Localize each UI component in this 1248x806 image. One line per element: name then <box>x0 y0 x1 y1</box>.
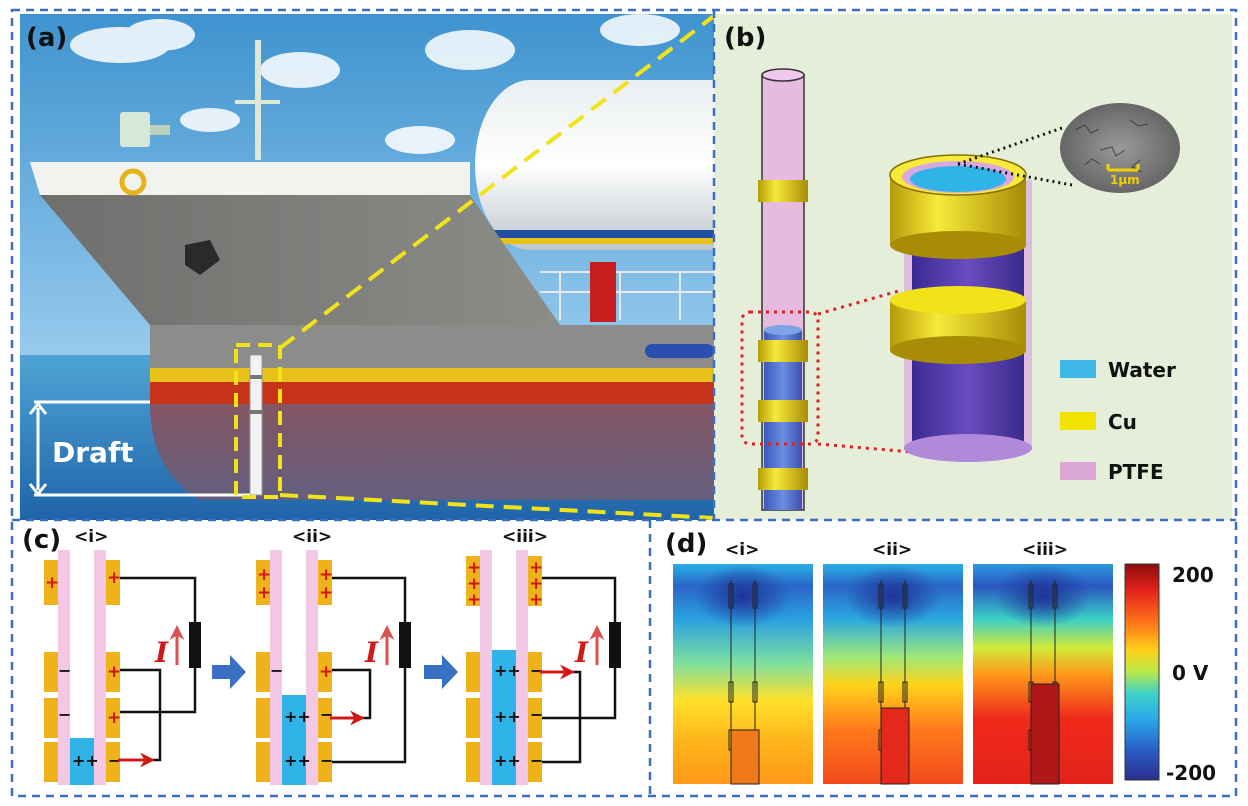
water-charge: ++ <box>494 707 521 726</box>
stage-transition-arrow <box>424 655 458 689</box>
panel-d-label: (d) <box>665 529 707 559</box>
potential-map-iii <box>973 564 1113 785</box>
current-symbol: I <box>154 636 169 669</box>
stage-label-d-iii: <iii> <box>1022 540 1068 560</box>
legend-label-cu: Cu <box>1108 410 1137 434</box>
water-charge: ++ <box>72 751 99 770</box>
water-charge: ++ <box>494 751 521 770</box>
panel-c: (c) <i> <ii> <iii> + + + + − − ++ − <box>22 525 621 785</box>
legend-label-ptfe: PTFE <box>1108 460 1164 484</box>
charge-minus: − <box>108 751 121 770</box>
railing <box>540 271 714 320</box>
circuit-stage-ii: + + + + + − ++ − ++ − I <box>256 550 411 785</box>
charge-plus: + <box>257 565 271 585</box>
panel-b-label: (b) <box>724 23 766 53</box>
enlarged-cylinder <box>889 154 1032 462</box>
charge-plus: + <box>107 568 121 588</box>
stage-label-d-ii: <ii> <box>872 540 912 560</box>
charge-plus: + <box>319 583 333 603</box>
potential-map-ii <box>823 564 963 785</box>
charge-minus: − <box>58 661 71 680</box>
colorbar-min-label: -200 <box>1166 761 1216 785</box>
colorbar-mid-label: 0 V <box>1172 661 1209 685</box>
stage-label-d-i: <i> <box>725 540 759 560</box>
sem-inset: 1μm <box>1060 103 1180 193</box>
draft-label: Draft <box>52 436 134 469</box>
charge-minus: − <box>530 705 543 724</box>
panel-a-label: (a) <box>26 23 67 53</box>
charge-plus: + <box>467 574 481 594</box>
charge-plus: + <box>467 590 481 610</box>
charge-plus: + <box>257 583 271 603</box>
legend-swatch-cu <box>1060 412 1096 430</box>
legend-swatch-water <box>1060 360 1096 378</box>
scale-bar-label: 1μm <box>1110 173 1140 187</box>
charge-plus: + <box>45 573 59 593</box>
water-charge: ++ <box>494 661 521 680</box>
ptfe-tube <box>758 68 808 511</box>
life-ring-icon <box>119 168 147 196</box>
stage-label-c-i: <i> <box>74 527 108 547</box>
panel-frames <box>10 8 1238 798</box>
charge-plus: + <box>107 708 121 728</box>
sensor-highlight-box <box>234 343 282 499</box>
zoom-box <box>740 310 820 446</box>
draft-indicator <box>28 400 250 497</box>
clouds <box>70 14 680 154</box>
charge-plus: + <box>319 565 333 585</box>
current-symbol: I <box>574 636 589 669</box>
water-charge: ++ <box>284 751 311 770</box>
stage-transition-arrow <box>212 655 246 689</box>
potential-map-i <box>673 564 813 785</box>
colorbar: 200 0 V -200 <box>1124 563 1216 785</box>
circuit-stage-iii: + + + + + + ++ − ++ − ++ − I <box>466 550 621 785</box>
charge-plus: + <box>529 558 543 578</box>
panel-b: 1μm Water Cu PTFE (b) <box>714 14 1232 520</box>
charge-plus: + <box>319 662 333 682</box>
current-symbol: I <box>364 636 379 669</box>
legend-swatch-ptfe <box>1060 462 1096 480</box>
charge-plus: + <box>467 558 481 578</box>
circuit-stage-i: + + + + − − ++ − I <box>44 550 201 785</box>
charge-minus: − <box>58 705 71 724</box>
stage-label-c-iii: <iii> <box>502 527 548 547</box>
water-charge: ++ <box>284 707 311 726</box>
charge-plus: + <box>107 662 121 682</box>
panel-c-label: (c) <box>22 525 61 555</box>
charge-minus: − <box>320 751 333 770</box>
colorbar-max-label: 200 <box>1172 563 1214 587</box>
stage-label-c-ii: <ii> <box>292 527 332 547</box>
charge-minus: − <box>530 661 543 680</box>
panel-a: Draft (a) <box>20 14 720 520</box>
charge-plus: + <box>529 574 543 594</box>
charge-minus: − <box>270 661 283 680</box>
legend-label-water: Water <box>1108 358 1176 382</box>
panel-d: (d) <i> <ii> <iii> <box>665 529 1216 785</box>
charge-minus: − <box>530 751 543 770</box>
charge-minus: − <box>320 705 333 724</box>
material-legend: Water Cu PTFE <box>1060 358 1176 484</box>
charge-plus: + <box>529 590 543 610</box>
